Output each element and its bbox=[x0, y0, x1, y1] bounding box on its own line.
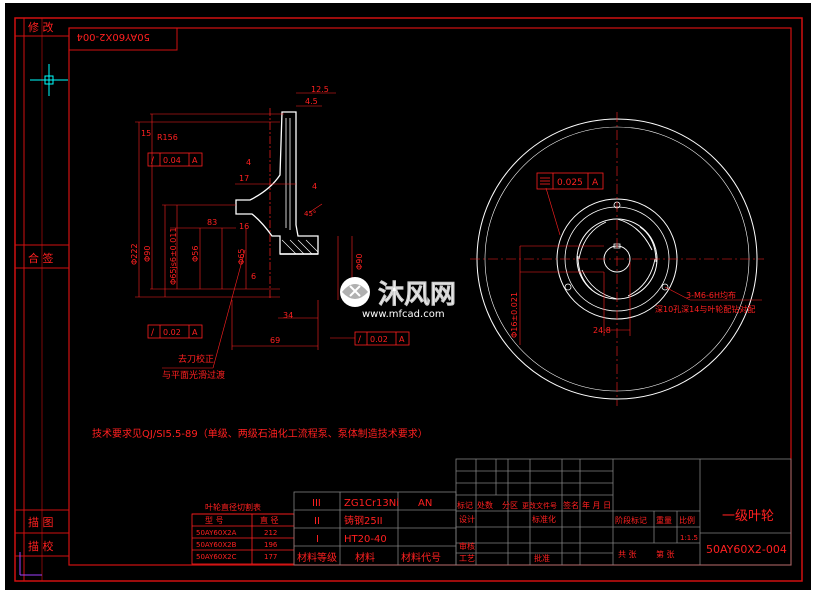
cut-table-header-diameter: 直 径 bbox=[260, 515, 279, 525]
dim-15: 15 bbox=[141, 129, 151, 138]
cut-table-cell: 212 bbox=[264, 529, 277, 537]
scale-label: 比例 bbox=[679, 515, 695, 525]
outer-frame bbox=[14, 17, 803, 582]
dim-45deg: 45° bbox=[304, 210, 316, 218]
dim-4-a: 4 bbox=[246, 158, 251, 167]
dim-d90: Φ90 bbox=[143, 246, 152, 262]
front-dim-vertical: Φ16±0.021 bbox=[510, 292, 519, 338]
watermark-url: www.mfcad.com bbox=[362, 309, 445, 320]
front-flatness-datum: A bbox=[592, 178, 599, 188]
gdt-frame-1: / 0.04 A bbox=[147, 152, 203, 167]
margin-label-trace: 描 图 bbox=[28, 515, 54, 529]
material-code-3: AN bbox=[418, 498, 432, 509]
material-grade-1: I bbox=[316, 534, 319, 545]
material-grade-3: III bbox=[312, 498, 321, 509]
material-grade-2: II bbox=[314, 516, 320, 527]
scale-value: 1:1.5 bbox=[680, 534, 698, 542]
role-approve: 批准 bbox=[534, 553, 550, 563]
crosshair-cursor-icon bbox=[30, 64, 68, 96]
svg-text:0.02: 0.02 bbox=[370, 335, 388, 344]
dim-d90-b: Φ90 bbox=[355, 254, 364, 270]
cut-table-cell: 50AY60X2B bbox=[196, 541, 237, 549]
dim-34: 34 bbox=[283, 311, 293, 320]
margin-label-revise: 修 改 bbox=[28, 20, 54, 34]
left-margin-strip bbox=[15, 18, 69, 581]
role-process: 工艺 bbox=[459, 554, 475, 563]
gdt-frame-2: / 0.02 A bbox=[147, 324, 203, 339]
svg-text:0.02: 0.02 bbox=[163, 328, 181, 337]
gdt-frame-front: 0.025 A bbox=[536, 172, 604, 190]
dim-17: 17 bbox=[239, 174, 249, 183]
dim-6: 6 bbox=[251, 272, 256, 281]
stage-mark-label: 阶段标记 bbox=[615, 515, 647, 525]
impeller-front-view bbox=[470, 112, 764, 406]
sheets-current: 第 张 bbox=[656, 549, 675, 559]
cut-table-header-model: 型 号 bbox=[205, 516, 224, 525]
material-footer-code: 材料代号 bbox=[401, 551, 441, 564]
section-note-1: 去刀校正 bbox=[178, 353, 214, 365]
rev-header-count: 处数 bbox=[477, 500, 493, 510]
tech-requirement: 技术要求见QJ/SI5.5-89（单级、两级石油化工流程泵、泵体制造技术要求） bbox=[92, 427, 428, 440]
svg-text:A: A bbox=[192, 156, 198, 165]
cut-table-cell: 177 bbox=[264, 553, 277, 561]
drawing-number-box bbox=[68, 27, 178, 51]
dim-d65js6: Φ65js6±0.011 bbox=[169, 227, 178, 285]
svg-text:0.04: 0.04 bbox=[163, 156, 181, 165]
svg-text:/: / bbox=[358, 335, 362, 345]
rev-header-doc: 更改文件号 bbox=[522, 501, 557, 510]
section-note-2: 与平面光滑过渡 bbox=[162, 369, 225, 381]
svg-text:A: A bbox=[192, 328, 198, 337]
dim-r156: R156 bbox=[157, 133, 178, 142]
material-table bbox=[293, 491, 457, 566]
material-footer-material: 材料 bbox=[355, 551, 375, 564]
dim-16: 16 bbox=[239, 222, 249, 231]
margin-label-check: 描 校 bbox=[28, 539, 54, 553]
svg-text:/: / bbox=[151, 328, 155, 338]
part-name: 一级叶轮 bbox=[722, 509, 774, 524]
front-hole-note-1: 3-M6-6H均布 bbox=[686, 290, 736, 300]
dim-d222: Φ222 bbox=[130, 243, 139, 265]
dim-69: 69 bbox=[270, 336, 280, 345]
rev-header-sign: 签名 bbox=[563, 500, 579, 510]
dim-4-b: 4 bbox=[312, 182, 317, 191]
cut-table-cell: 50AY60X2A bbox=[196, 529, 237, 537]
front-dim-width: 24.8 bbox=[593, 326, 611, 335]
rev-header-date: 年 月 日 bbox=[582, 500, 611, 510]
ucs-icon bbox=[19, 552, 42, 576]
dim-12-5: 12.5 bbox=[311, 85, 329, 94]
gdt-frame-3: / 0.02 A bbox=[354, 331, 410, 346]
weight-label: 重量 bbox=[656, 515, 672, 525]
watermark-brand: 沐风网 bbox=[378, 280, 456, 310]
title-drawing-number: 50AY60X2-004 bbox=[706, 543, 787, 556]
material-name-3: ZG1Cr13Ni bbox=[344, 498, 399, 509]
svg-text:A: A bbox=[399, 335, 405, 344]
material-name-2: 铸钢25II bbox=[344, 514, 383, 527]
section-dimensions: 12.5 4.5 15 R156 / 0.04 A 4 17 4 83 16 Φ… bbox=[130, 85, 410, 381]
role-standard: 标准化 bbox=[532, 514, 556, 524]
dim-83: 83 bbox=[207, 218, 217, 227]
margin-label-countersign: 合 签 bbox=[28, 251, 54, 265]
cut-table-cell: 50AY60X2C bbox=[196, 553, 237, 561]
sheets-total: 共 张 bbox=[618, 550, 637, 559]
cut-table bbox=[191, 513, 295, 565]
role-design: 设计 bbox=[459, 514, 475, 524]
cut-table-title: 叶轮直径切割表 bbox=[205, 502, 261, 512]
drawing-number-box-text: 50AY60X2-004 bbox=[76, 31, 150, 42]
front-hole-note-2: 深10孔深14与叶轮配钻对配 bbox=[655, 304, 755, 314]
material-footer-grade: 材料等级 bbox=[297, 551, 337, 564]
role-review: 审核 bbox=[459, 541, 475, 551]
dim-4-5: 4.5 bbox=[305, 97, 318, 106]
rev-header-mark: 标记 bbox=[457, 500, 473, 510]
dim-d56: Φ56 bbox=[191, 246, 200, 262]
watermark-logo bbox=[340, 277, 370, 307]
title-block-grid bbox=[455, 458, 792, 566]
material-name-1: HT20-40 bbox=[344, 534, 387, 545]
cut-table-cell: 196 bbox=[264, 541, 278, 549]
impeller-section-view bbox=[135, 92, 355, 369]
rev-header-zone: 分区 bbox=[502, 501, 518, 510]
front-flatness-value: 0.025 bbox=[557, 178, 583, 188]
svg-text:/: / bbox=[151, 156, 155, 166]
dim-d65: Φ65 bbox=[237, 249, 246, 265]
